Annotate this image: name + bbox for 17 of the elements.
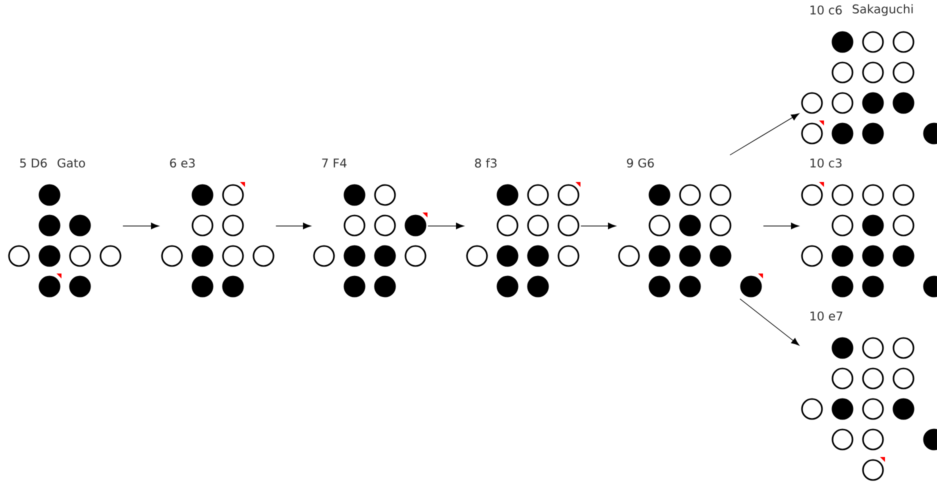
arrow xyxy=(428,222,464,230)
move-caption: 10 c6 xyxy=(810,5,842,15)
move-caption: 10 c3 xyxy=(810,158,842,168)
move-caption: 9 G6 xyxy=(626,158,654,168)
opening-name: Sakaguchi xyxy=(852,4,913,16)
arrow xyxy=(276,222,311,230)
move-caption: 10 e7 xyxy=(810,311,842,321)
opening-name: Gato xyxy=(58,158,85,168)
move-caption: 5 D6 xyxy=(20,158,47,168)
arrow xyxy=(740,298,800,346)
arrow xyxy=(122,222,159,230)
arrow xyxy=(580,222,616,230)
move-caption: 6 e3 xyxy=(170,158,195,168)
arrow xyxy=(763,222,799,230)
arrow xyxy=(730,113,800,156)
move-caption: 7 F4 xyxy=(322,158,346,168)
move-caption: 8 f3 xyxy=(475,158,497,168)
